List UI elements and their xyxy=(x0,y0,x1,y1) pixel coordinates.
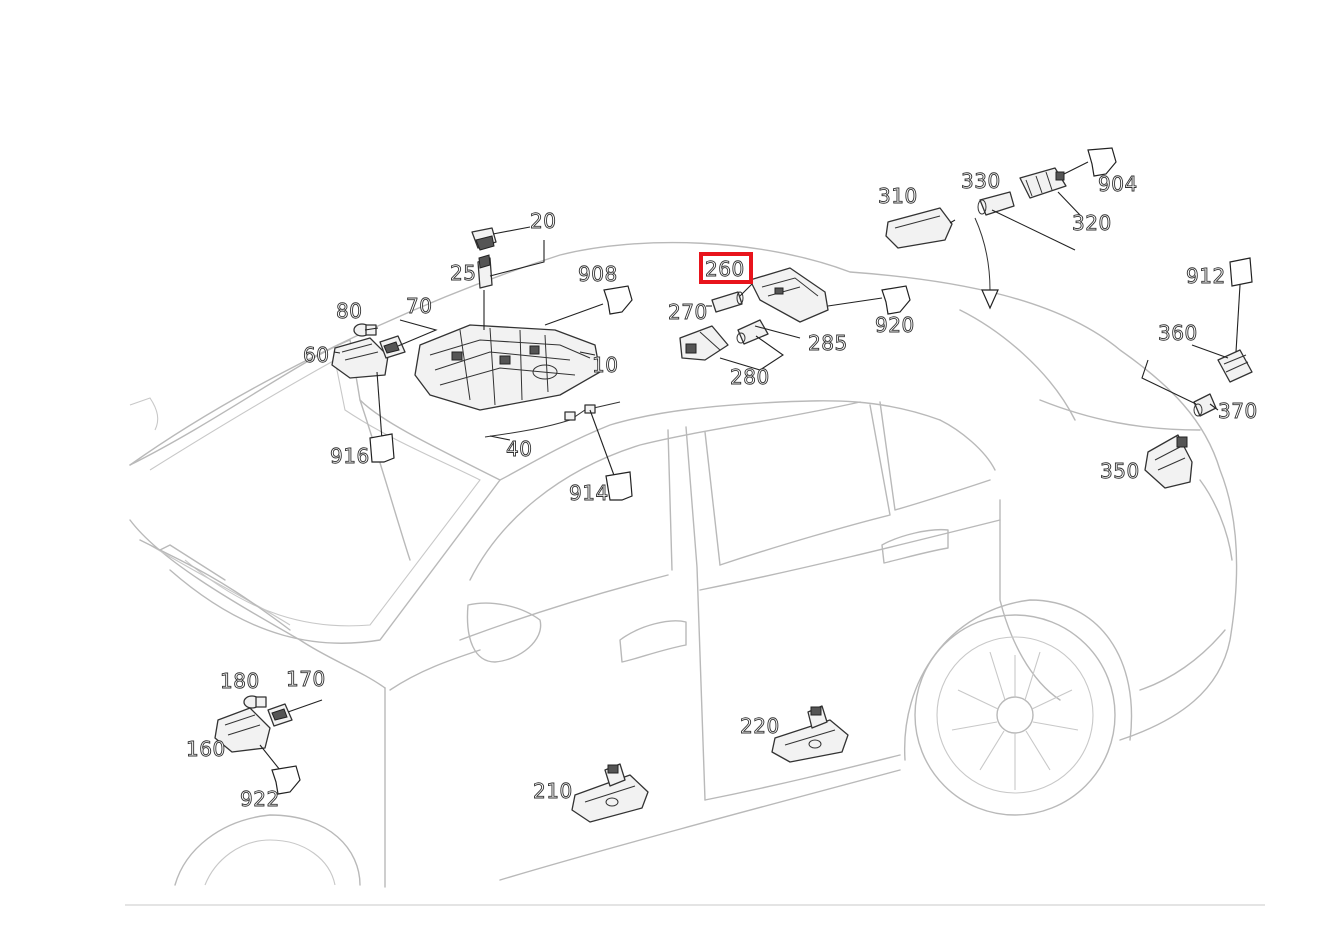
label-370[interactable]: 370 xyxy=(1218,399,1258,424)
label-904[interactable]: 904 xyxy=(1098,172,1138,197)
label-60[interactable]: 60 xyxy=(303,343,330,368)
highlight-box-260 xyxy=(699,252,753,284)
part-80-bulb xyxy=(353,323,377,337)
part-285-bulb xyxy=(736,319,769,345)
label-10[interactable]: 10 xyxy=(592,353,619,378)
connector-914 xyxy=(605,471,633,501)
label-210[interactable]: 210 xyxy=(533,779,573,804)
label-20[interactable]: 20 xyxy=(530,209,557,234)
part-210-entry-light xyxy=(571,763,649,823)
part-20-bulb-holder xyxy=(471,227,497,251)
part-350-light-housing xyxy=(1144,434,1193,489)
label-70[interactable]: 70 xyxy=(406,294,433,319)
part-330-bulb xyxy=(977,191,1015,216)
connector-904 xyxy=(1087,147,1117,177)
part-220-entry-light xyxy=(771,705,849,763)
label-320[interactable]: 320 xyxy=(1072,211,1112,236)
part-labels: 10 20 25 40 60 70 80 160 170 180 210 220… xyxy=(186,169,1258,812)
label-170[interactable]: 170 xyxy=(286,667,326,692)
label-330[interactable]: 330 xyxy=(961,169,1001,194)
connector-920 xyxy=(881,285,911,315)
part-170-socket xyxy=(267,703,293,727)
part-70-socket xyxy=(379,335,406,359)
label-220[interactable]: 220 xyxy=(740,714,780,739)
part-270-bulb xyxy=(711,291,744,313)
label-260[interactable]: 260 xyxy=(705,257,745,282)
label-285[interactable]: 285 xyxy=(808,331,848,356)
car-outline xyxy=(125,241,1265,906)
connector-908 xyxy=(603,285,633,315)
connector-symbols xyxy=(271,147,1253,795)
part-25-bulb xyxy=(477,254,493,289)
part-320-socket xyxy=(1019,167,1067,199)
label-922[interactable]: 922 xyxy=(240,787,280,812)
part-40-cable xyxy=(484,401,621,438)
part-10-overhead-control-panel xyxy=(414,324,601,411)
label-916[interactable]: 916 xyxy=(330,444,370,469)
part-280-switch xyxy=(679,325,729,361)
label-908[interactable]: 908 xyxy=(578,262,618,287)
label-920[interactable]: 920 xyxy=(875,313,915,338)
part-310-trunk-light xyxy=(885,207,953,249)
assembly-arrow xyxy=(974,217,999,310)
part-370-bulb xyxy=(1193,393,1217,417)
part-180-bulb xyxy=(243,695,267,709)
part-60-light-housing xyxy=(331,337,389,379)
part-260-interior-light xyxy=(749,267,829,323)
label-270[interactable]: 270 xyxy=(668,300,708,325)
label-40[interactable]: 40 xyxy=(506,437,533,462)
label-80[interactable]: 80 xyxy=(336,299,363,324)
connector-912 xyxy=(1229,257,1253,287)
leader-lines xyxy=(259,161,1241,771)
connector-922 xyxy=(271,765,301,795)
label-350[interactable]: 350 xyxy=(1100,459,1140,484)
connector-916 xyxy=(369,433,395,463)
label-912[interactable]: 912 xyxy=(1186,264,1226,289)
label-160[interactable]: 160 xyxy=(186,737,226,762)
label-280[interactable]: 280 xyxy=(730,365,770,390)
part-360-socket xyxy=(1217,349,1253,383)
label-360[interactable]: 360 xyxy=(1158,321,1198,346)
label-914[interactable]: 914 xyxy=(569,481,609,506)
label-25[interactable]: 25 xyxy=(450,261,477,286)
label-180[interactable]: 180 xyxy=(220,669,260,694)
label-310[interactable]: 310 xyxy=(878,184,918,209)
